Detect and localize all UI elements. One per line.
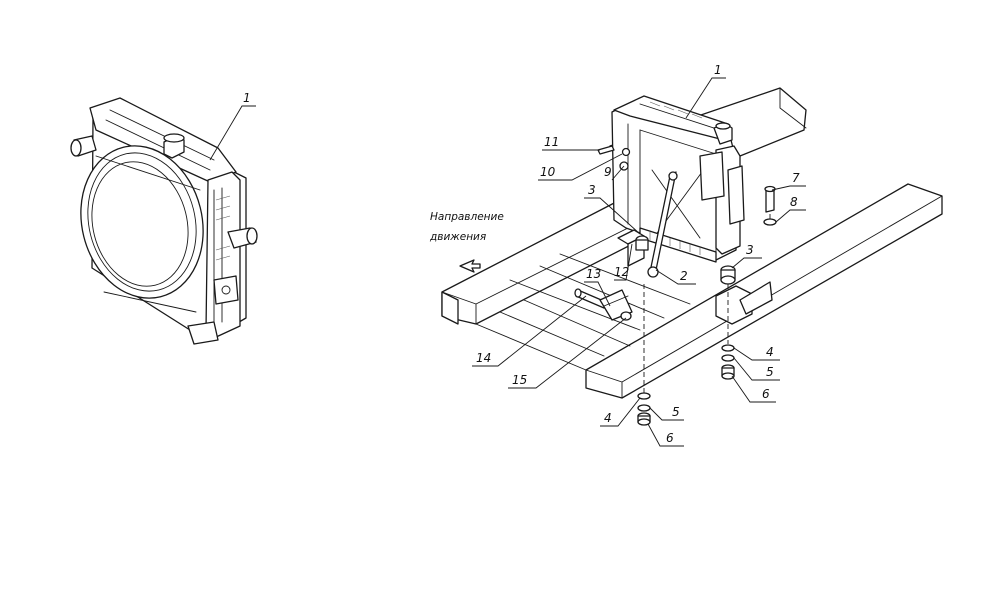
callout-7: 7: [792, 171, 800, 185]
callout-6-left: 6: [666, 431, 674, 445]
callout-10: 10: [540, 165, 556, 179]
direction-caption-line1: Направление: [430, 211, 504, 223]
callout-8: 8: [790, 195, 798, 209]
callout-right-1: 1: [714, 63, 722, 77]
direction-caption-line2: движения: [429, 231, 486, 243]
callout-12: 12: [614, 265, 629, 279]
callout-6-right: 6: [762, 387, 770, 401]
callout-9: 9: [604, 165, 612, 179]
callout-3-left: 3: [588, 183, 596, 197]
callout-11: 11: [544, 135, 559, 149]
callout-3-right: 3: [746, 243, 754, 257]
radiator-assembly-left-view: 1: [70, 91, 258, 345]
callout-4-left: 4: [604, 411, 612, 425]
frame-assembly-right-view: Направление движения 1 11 10 9 3 12 13 2…: [429, 63, 943, 447]
callout-15: 15: [512, 373, 527, 387]
callout-5-left: 5: [672, 405, 680, 419]
callout-2: 2: [680, 269, 688, 283]
callout-5-right: 5: [766, 365, 774, 379]
callout-4-right: 4: [766, 345, 774, 359]
callout-14: 14: [476, 351, 491, 365]
callout-13: 13: [586, 267, 601, 281]
callout-left-1: 1: [243, 91, 251, 105]
